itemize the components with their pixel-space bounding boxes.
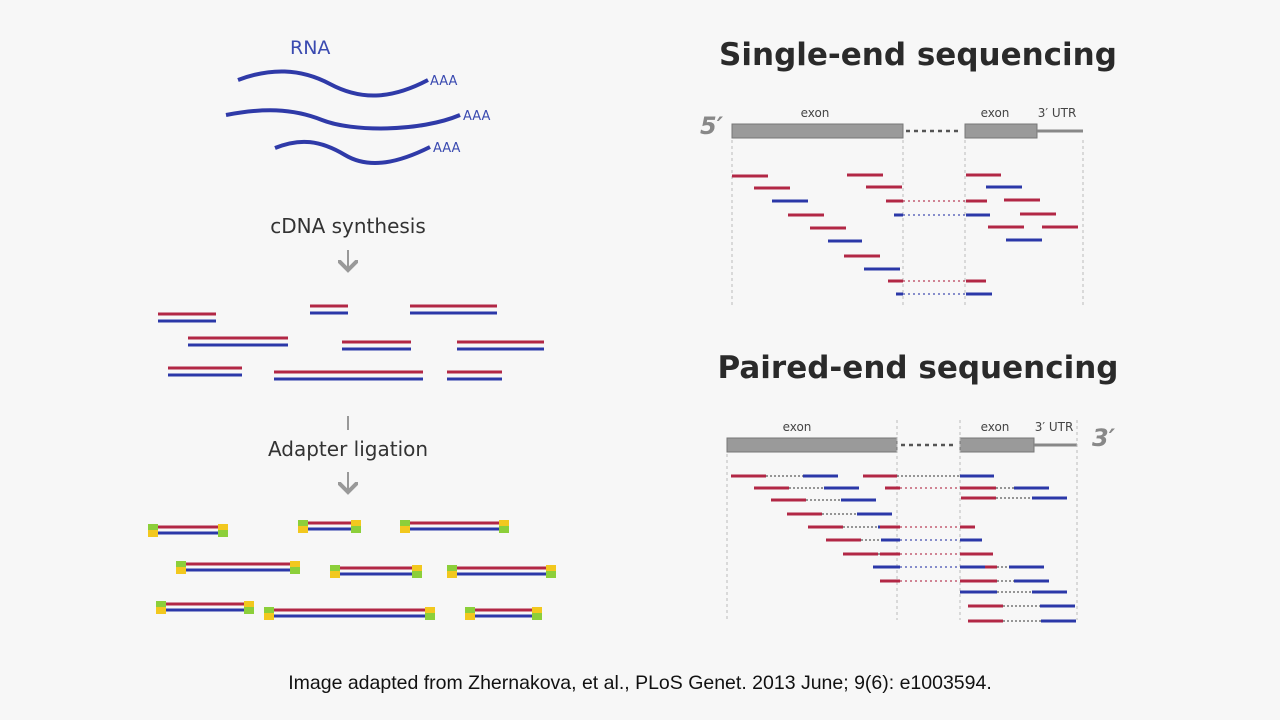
exon-label-1: exon <box>783 420 812 434</box>
exon-block-1 <box>726 437 898 453</box>
single-end-panel: Single-end sequencing 5′ exon exon 3′ UT… <box>700 37 1117 305</box>
adapter-yellow <box>330 571 340 578</box>
rna-strand-3 <box>274 139 431 165</box>
adapter-yellow <box>244 601 254 608</box>
exon-block-2 <box>959 437 1035 453</box>
adapter-green <box>148 524 158 531</box>
exon-block-2 <box>964 123 1038 139</box>
exon-label-2: exon <box>981 420 1010 434</box>
adapter-green <box>351 526 361 533</box>
exon-label-2: exon <box>981 106 1010 120</box>
adapter-yellow <box>532 607 542 614</box>
adapter-yellow <box>465 613 475 620</box>
paired-end-title: Paired-end sequencing <box>718 350 1119 386</box>
adapter-green <box>264 607 274 614</box>
adapter-yellow <box>148 530 158 537</box>
poly-a-tail-1: AAA <box>430 74 458 89</box>
adapter-yellow <box>400 526 410 533</box>
adapter-green <box>176 561 186 568</box>
adapter-yellow <box>176 567 186 574</box>
adapter-green <box>400 520 410 527</box>
adapter-green <box>330 565 340 572</box>
utr-label: 3′ UTR <box>1035 420 1074 434</box>
adapter-yellow <box>290 561 300 568</box>
adapter-green <box>532 613 542 620</box>
adapter-yellow <box>412 565 422 572</box>
three-prime-label: 3′ <box>1092 424 1116 452</box>
five-prime-label: 5′ <box>700 112 724 140</box>
single-end-reads <box>732 173 1078 296</box>
image-credit-caption: Image adapted from Zhernakova, et al., P… <box>288 672 992 694</box>
adapter-green <box>499 526 509 533</box>
adapter-green <box>447 565 457 572</box>
adapter-green <box>290 567 300 574</box>
adapter-yellow <box>425 607 435 614</box>
rna-section: RNA AAA AAA AAA <box>225 37 491 165</box>
paired-end-reads <box>731 474 1076 623</box>
adapter-yellow <box>264 613 274 620</box>
poly-a-tail-3: AAA <box>433 141 461 156</box>
adapter-yellow <box>499 520 509 527</box>
cdna-fragments <box>158 304 544 381</box>
adapter-ligated-fragments <box>148 520 556 620</box>
adapter-green <box>218 530 228 537</box>
adapter-green <box>465 607 475 614</box>
adapter-yellow <box>218 524 228 531</box>
adapter-yellow <box>156 607 166 614</box>
poly-a-tail-2: AAA <box>463 109 491 124</box>
adapter-yellow <box>447 571 457 578</box>
adapter-green <box>156 601 166 608</box>
adapter-yellow <box>298 526 308 533</box>
rna-label: RNA <box>290 37 330 59</box>
adapter-green <box>412 571 422 578</box>
exon-block-1 <box>731 123 904 139</box>
rna-strand-1 <box>237 69 429 98</box>
adapter-yellow <box>351 520 361 527</box>
adapter-green <box>546 571 556 578</box>
adapter-green <box>244 607 254 614</box>
paired-end-panel: Paired-end sequencing exon exon 3′ UTR 3… <box>718 350 1119 623</box>
adapter-green <box>425 613 435 620</box>
exon-label-1: exon <box>801 106 830 120</box>
adapter-yellow <box>546 565 556 572</box>
cdna-synthesis-label: cDNA synthesis <box>270 214 426 238</box>
adapter-green <box>298 520 308 527</box>
single-end-title: Single-end sequencing <box>719 37 1117 73</box>
adapter-ligation-label: Adapter ligation <box>268 437 428 461</box>
rna-strand-2 <box>225 108 461 131</box>
utr-label: 3′ UTR <box>1038 106 1077 120</box>
